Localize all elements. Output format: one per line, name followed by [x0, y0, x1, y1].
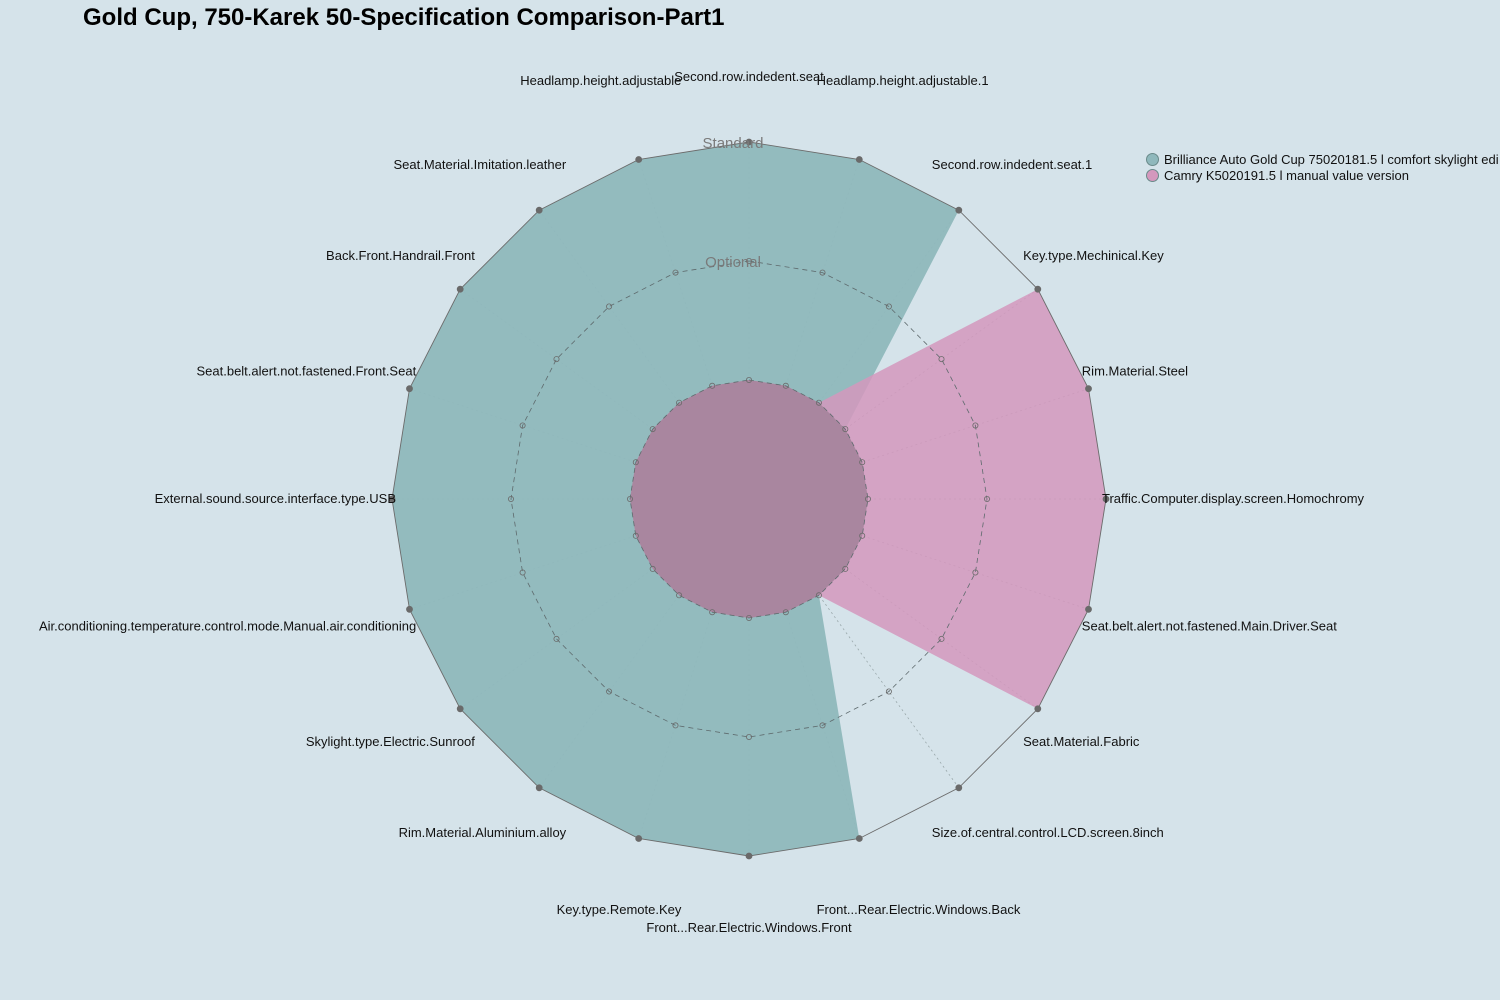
legend-label-camry: Camry K5020191.5 l manual value version: [1164, 167, 1409, 183]
level-marker: [746, 376, 753, 383]
level-marker: [782, 382, 789, 389]
axis-label: Key.type.Mechinical.Key: [1023, 248, 1164, 263]
legend-label-gold-cup: Brilliance Auto Gold Cup 75020181.5 l co…: [1164, 151, 1499, 167]
level-marker: [865, 495, 872, 502]
level-marker: [635, 156, 643, 163]
level-marker: [507, 495, 514, 502]
level-marker: [746, 257, 753, 264]
radar-labels: OptionalStandardSecond.row.indedent.seat…: [39, 69, 1365, 935]
level-marker: [745, 138, 753, 146]
level-marker: [746, 734, 753, 741]
level-marker: [842, 426, 849, 433]
radar-series: [392, 142, 1106, 856]
level-marker: [676, 592, 683, 599]
level-marker: [456, 285, 464, 293]
level-marker: [859, 532, 866, 539]
level-marker: [519, 569, 526, 576]
level-marker: [1085, 605, 1092, 613]
legend-item-camry: Camry K5020191.5 l manual value version: [1146, 167, 1499, 183]
level-label: Standard: [703, 135, 764, 152]
level-marker: [519, 422, 526, 429]
axis-label: Size.of.central.control.LCD.screen.8inch: [932, 825, 1164, 840]
level-marker: [746, 615, 753, 622]
level-marker: [972, 422, 979, 429]
level-marker: [676, 399, 683, 406]
axis-label: Second.row.indedent.seat: [674, 69, 824, 84]
level-marker: [456, 705, 464, 713]
level-marker: [672, 269, 679, 276]
level-marker: [842, 565, 849, 572]
level-marker: [632, 532, 639, 539]
chart-title: Gold Cup, 750-Karek 50-Specification Com…: [83, 4, 725, 31]
axis-label: Skylight.type.Electric.Sunroof: [306, 734, 475, 749]
axis-label: Headlamp.height.adjustable.1: [817, 73, 989, 88]
level-marker: [627, 495, 634, 502]
level-marker: [819, 269, 826, 276]
axis-label: Seat.belt.alert.not.fastened.Main.Driver…: [1082, 619, 1337, 634]
level-marker: [859, 459, 866, 466]
axis-label: Front...Rear.Electric.Windows.Back: [817, 902, 1021, 917]
level-marker: [938, 635, 945, 642]
legend-swatch-gold-cup: [1146, 152, 1159, 166]
level-marker: [553, 635, 560, 642]
level-marker: [553, 356, 560, 363]
level-marker: [709, 382, 716, 389]
axis-label: External.sound.source.interface.type.USB: [155, 491, 396, 506]
axis-label: Back.Front.Handrail.Front: [326, 248, 475, 263]
legend-item-gold-cup: Brilliance Auto Gold Cup 75020181.5 l co…: [1146, 151, 1499, 167]
level-marker: [855, 156, 863, 163]
level-marker: [955, 784, 963, 792]
level-ring-0: [629, 379, 869, 619]
axis-label: Front...Rear.Electric.Windows.Front: [646, 920, 852, 935]
level-marker: [649, 426, 656, 433]
axis-label: Second.row.indedent.seat.1: [932, 157, 1092, 172]
level-marker: [819, 722, 826, 729]
axis-label: Seat.Material.Imitation.leather: [393, 157, 566, 172]
axis-label: Key.type.Remote.Key: [557, 902, 682, 917]
level-marker: [885, 688, 892, 695]
level-marker: [885, 303, 892, 310]
axis-label: Air.conditioning.temperature.control.mod…: [39, 619, 416, 634]
level-marker: [855, 835, 863, 842]
level-marker: [649, 565, 656, 572]
legend-swatch-camry: [1146, 168, 1159, 182]
axis-label: Seat.Material.Fabric: [1023, 734, 1140, 749]
level-marker: [745, 852, 753, 860]
level-marker: [955, 206, 963, 214]
level-marker: [1034, 705, 1042, 713]
level-marker: [632, 459, 639, 466]
level-marker: [938, 356, 945, 363]
level-label: Optional: [705, 254, 761, 271]
level-marker: [815, 592, 822, 599]
level-marker: [672, 722, 679, 729]
level-marker: [406, 385, 413, 393]
level-marker: [535, 784, 543, 792]
level-marker: [815, 399, 822, 406]
series-overlap: [630, 380, 868, 618]
level-marker: [709, 609, 716, 616]
level-marker: [635, 835, 643, 842]
level-marker: [606, 303, 613, 310]
level-marker: [984, 495, 991, 502]
level-marker: [1085, 385, 1092, 393]
level-marker: [1102, 495, 1110, 503]
level-marker: [606, 688, 613, 695]
radar-outline: [388, 138, 1110, 860]
level-marker: [388, 495, 396, 503]
level-marker: [972, 569, 979, 576]
level-marker: [535, 206, 543, 214]
axis-label: Rim.Material.Aluminium.alloy: [399, 825, 567, 840]
level-marker: [782, 609, 789, 616]
legend: Brilliance Auto Gold Cup 75020181.5 l co…: [1146, 151, 1499, 183]
axis-label: Seat.belt.alert.not.fastened.Front.Seat: [196, 363, 416, 378]
level-marker: [1034, 285, 1042, 293]
axis-label: Traffic.Computer.display.screen.Homochro…: [1102, 491, 1365, 506]
axis-label: Rim.Material.Steel: [1082, 363, 1188, 378]
level-marker: [406, 605, 413, 613]
axis-label: Headlamp.height.adjustable: [520, 73, 681, 88]
